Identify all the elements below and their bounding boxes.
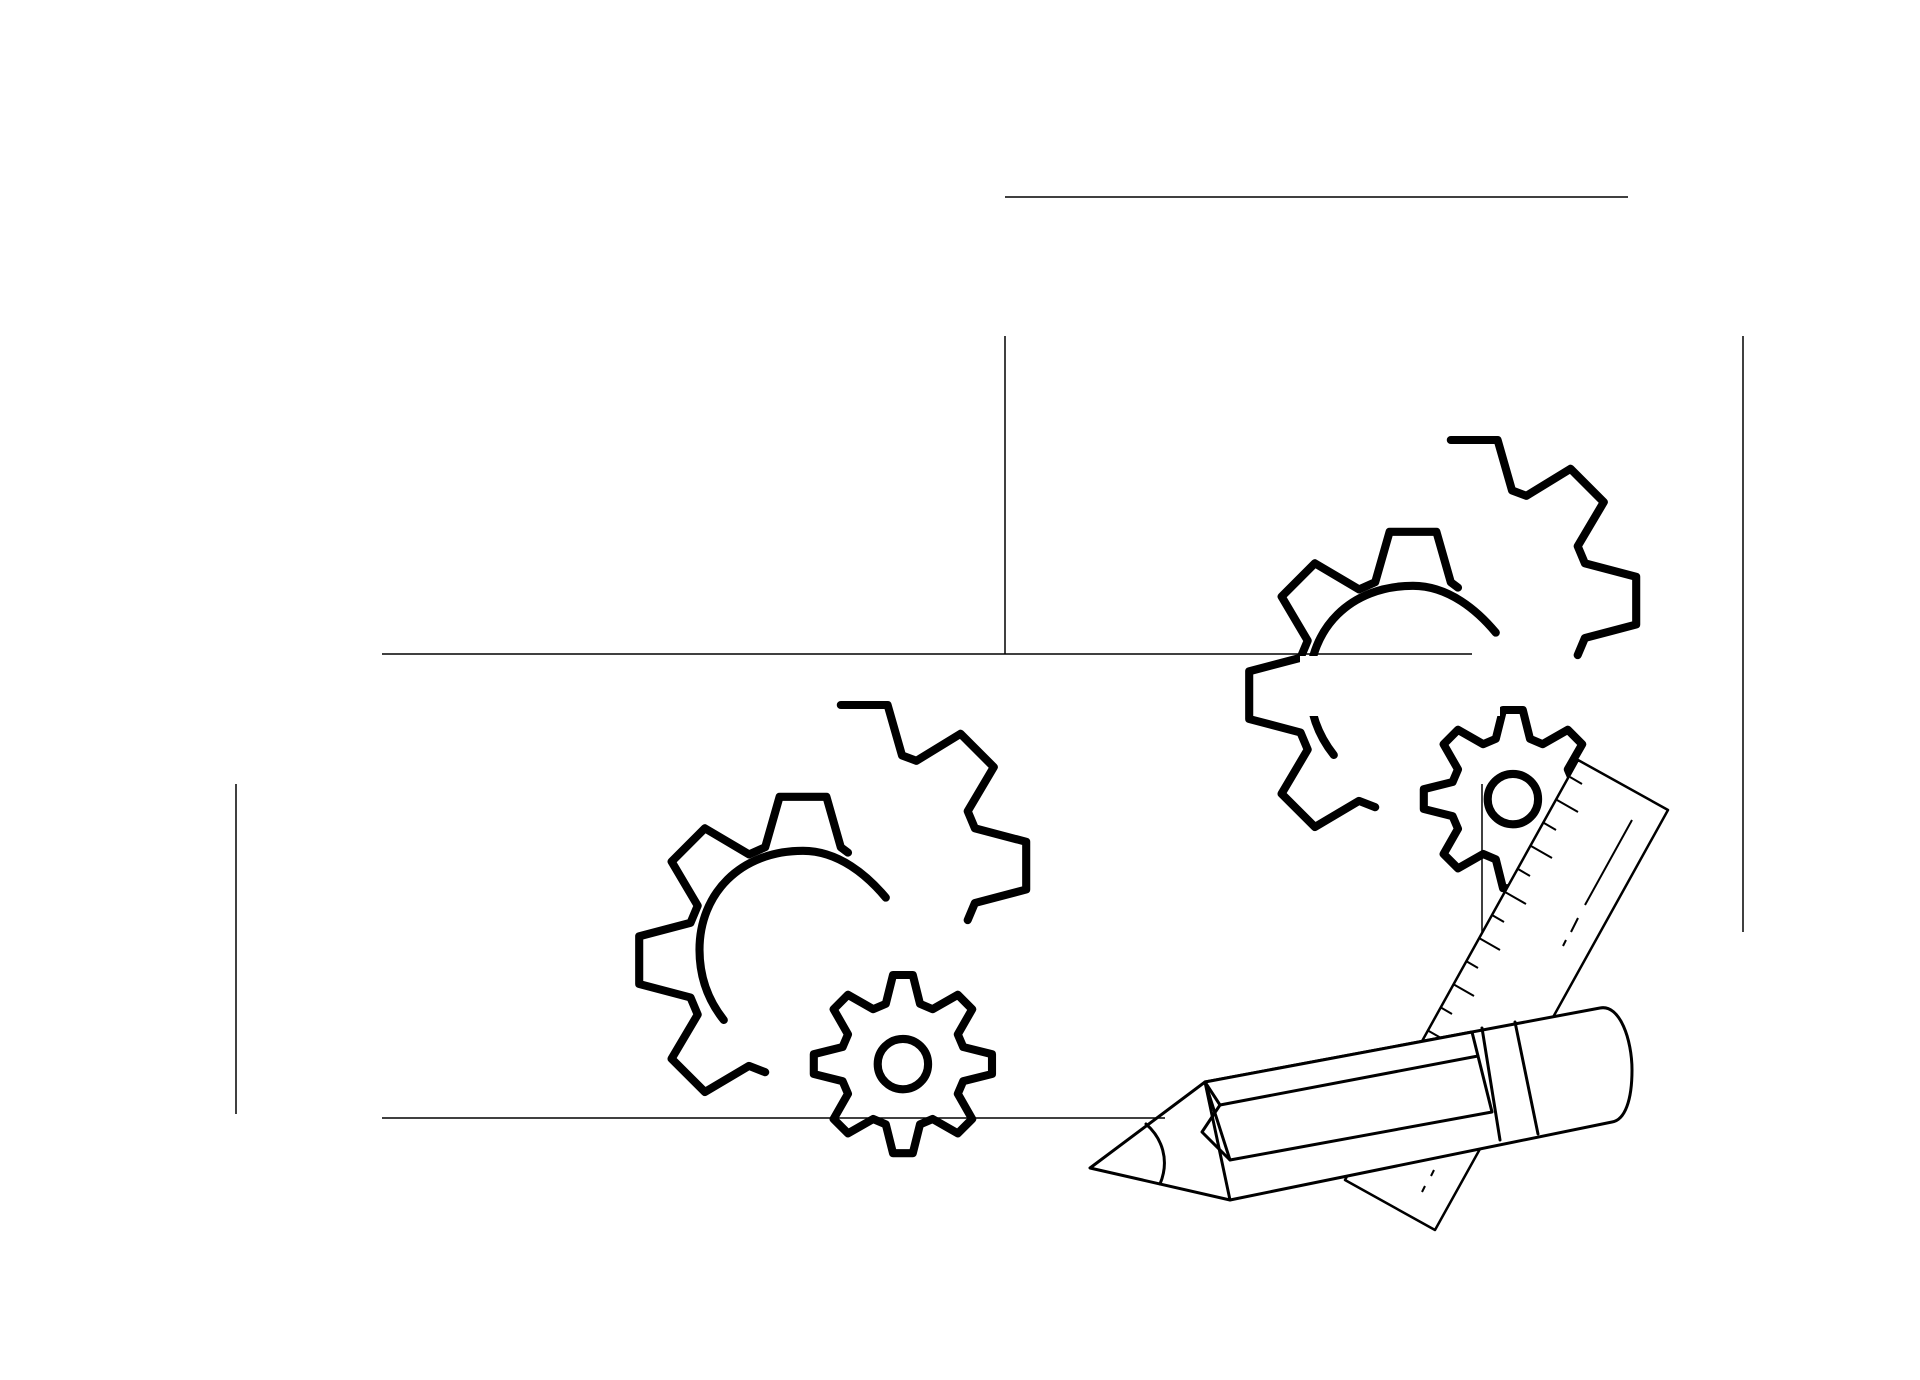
gear-pair-icon [639,705,1026,1153]
pencil-icon [1088,1006,1634,1202]
gear-mask [1300,656,1500,716]
frame-lines [235,196,1744,1119]
